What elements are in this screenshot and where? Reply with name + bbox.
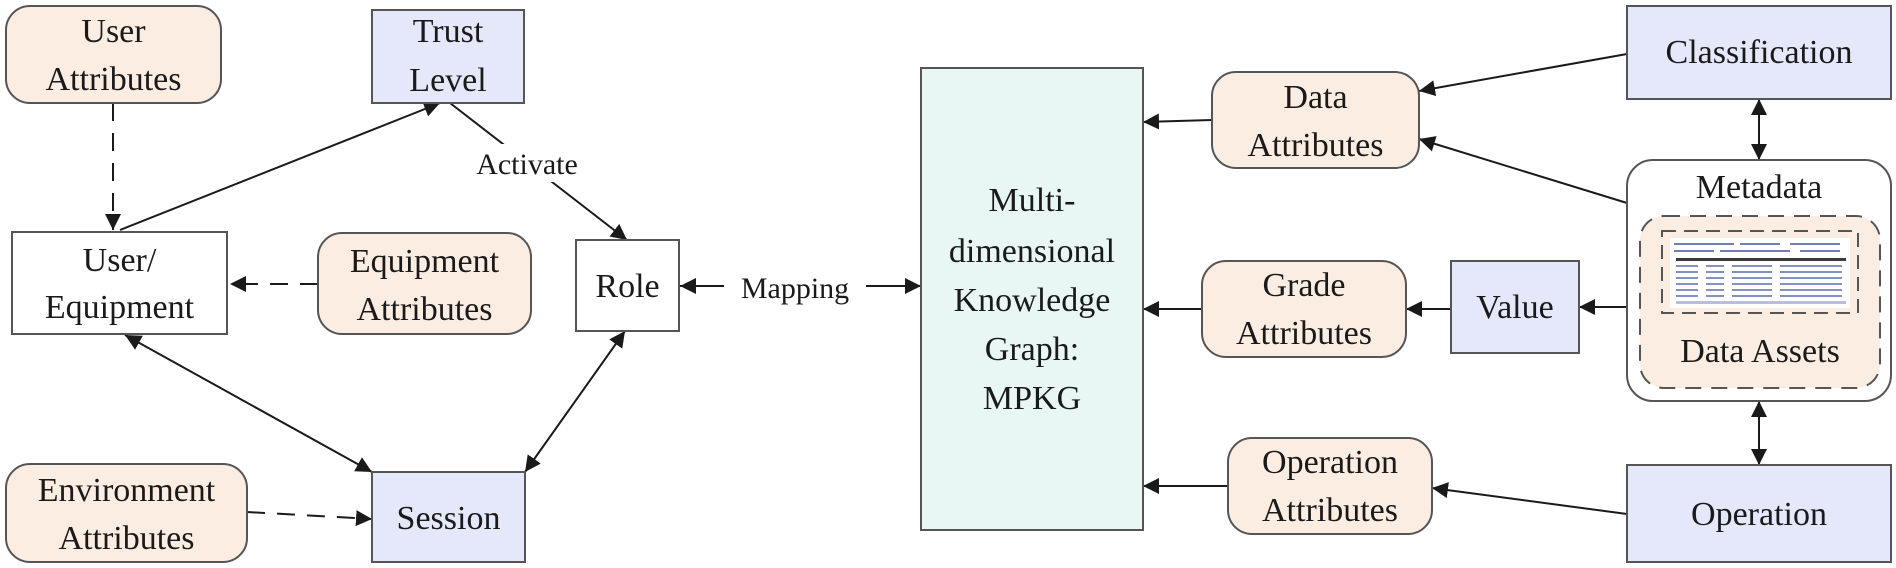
node-classification-shape bbox=[1626, 5, 1892, 100]
node-user-equipment-line-2: Equipment bbox=[45, 289, 195, 326]
node-user-attributes-line-1: User bbox=[81, 13, 146, 50]
edges bbox=[105, 53, 1767, 527]
node-data-assets-label: Data Assets bbox=[1680, 333, 1840, 370]
node-data-attributes: Data Attributes bbox=[1211, 71, 1420, 169]
node-user-attributes-line-2: Attributes bbox=[46, 61, 182, 98]
node-trust-level: Trust Level bbox=[371, 9, 525, 104]
node-grade-attributes: Grade Attributes bbox=[1201, 260, 1407, 358]
node-user-equipment-shape bbox=[11, 231, 228, 335]
edge-classification-to-data-attributes bbox=[1418, 53, 1628, 97]
node-user-equipment: User/ Equipment bbox=[11, 231, 228, 335]
node-operation: Operation bbox=[1626, 464, 1892, 563]
node-data-attributes-shape bbox=[1211, 71, 1420, 169]
node-mpkg: Multi- dimensional Knowledge Graph: MPKG bbox=[920, 67, 1144, 531]
edge-labels: Activate Mapping bbox=[462, 144, 849, 305]
node-session-line-1: Session bbox=[397, 500, 501, 537]
node-metadata-label: Metadata bbox=[1696, 169, 1823, 206]
edge-user-equipment-to-trust-level bbox=[119, 101, 441, 231]
node-mpkg-line-5: MPKG bbox=[983, 380, 1081, 417]
edge-label-mapping: Mapping bbox=[741, 272, 849, 305]
node-grade-attributes-shape bbox=[1201, 260, 1407, 358]
node-role-shape bbox=[575, 239, 680, 332]
node-equipment-attributes-line-1: Equipment bbox=[350, 243, 500, 280]
node-operation-line-1: Operation bbox=[1691, 496, 1827, 533]
node-role-line-1: Role bbox=[595, 268, 659, 305]
edge-session-role bbox=[524, 330, 626, 473]
node-trust-level-shape bbox=[371, 9, 525, 104]
node-operation-shape bbox=[1626, 464, 1892, 563]
node-trust-level-line-1: Trust bbox=[413, 13, 484, 50]
node-operation-attributes-line-1: Operation bbox=[1262, 444, 1398, 481]
node-mpkg-line-2: dimensional bbox=[949, 233, 1115, 270]
node-grade-attributes-line-2: Attributes bbox=[1236, 315, 1372, 352]
node-environment-attributes-line-1: Environment bbox=[38, 472, 216, 509]
node-classification-line-1: Classification bbox=[1666, 34, 1853, 71]
node-value: Value bbox=[1450, 260, 1580, 354]
edge-label-activate: Activate bbox=[476, 148, 578, 181]
node-data-attributes-line-1: Data bbox=[1283, 79, 1347, 116]
node-trust-level-line-2: Level bbox=[409, 62, 486, 99]
node-equipment-attributes-shape bbox=[317, 232, 532, 335]
node-operation-attributes-line-2: Attributes bbox=[1262, 492, 1398, 529]
node-role: Role bbox=[575, 239, 680, 332]
node-value-line-1: Value bbox=[1476, 289, 1553, 326]
node-session: Session bbox=[371, 471, 526, 563]
edge-metadata-to-data-attributes bbox=[1418, 136, 1628, 204]
edge-user-equipment-session bbox=[124, 334, 373, 473]
edge-data-attributes-to-mpkg bbox=[1142, 113, 1213, 130]
node-data-assets: Data Assets bbox=[1639, 215, 1881, 389]
node-operation-attributes: Operation Attributes bbox=[1227, 437, 1433, 535]
node-environment-attributes-line-2: Attributes bbox=[59, 520, 195, 557]
node-mpkg-shape bbox=[920, 67, 1144, 531]
node-equipment-attributes: Equipment Attributes bbox=[317, 232, 532, 335]
edge-operation-to-operation-attributes bbox=[1431, 482, 1628, 515]
node-data-attributes-line-2: Attributes bbox=[1248, 127, 1384, 164]
node-equipment-attributes-line-2: Attributes bbox=[357, 291, 493, 328]
node-classification: Classification bbox=[1626, 5, 1892, 100]
node-user-equipment-line-1: User/ bbox=[83, 242, 157, 279]
node-user-attributes: User Attributes bbox=[5, 5, 222, 104]
node-mpkg-line-3: Knowledge bbox=[954, 282, 1111, 319]
data-table-thumbnail-icon bbox=[1661, 230, 1859, 314]
node-grade-attributes-line-1: Grade bbox=[1262, 267, 1345, 304]
node-metadata: Metadata bbox=[1626, 159, 1892, 402]
node-session-shape bbox=[371, 471, 526, 563]
node-value-shape bbox=[1450, 260, 1580, 354]
node-mpkg-line-4: Graph: bbox=[985, 331, 1079, 368]
node-environment-attributes-shape bbox=[5, 463, 248, 563]
edge-environment-attributes-to-session bbox=[246, 510, 373, 527]
node-user-attributes-shape bbox=[5, 5, 222, 104]
node-operation-attributes-shape bbox=[1227, 437, 1433, 535]
node-environment-attributes: Environment Attributes bbox=[5, 463, 248, 563]
node-mpkg-line-1: Multi- bbox=[989, 182, 1076, 219]
